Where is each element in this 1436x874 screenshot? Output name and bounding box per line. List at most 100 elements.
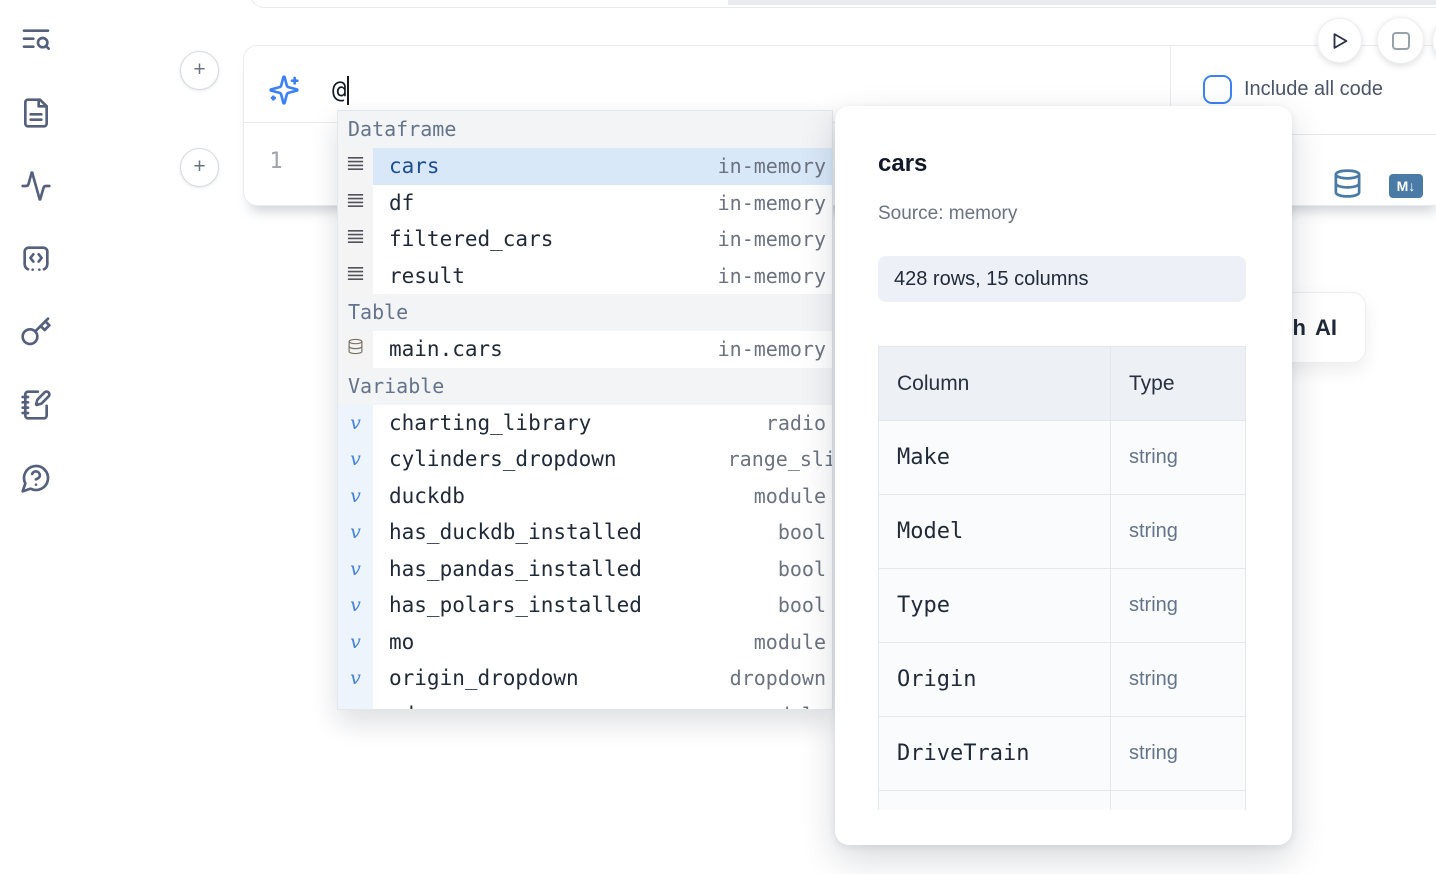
notebook-pen-icon[interactable] (18, 387, 54, 423)
text-caret (347, 75, 350, 105)
completion-item-gutter (338, 221, 373, 258)
sidebar (18, 22, 58, 533)
completion-section-header: Table (338, 294, 832, 331)
snippets-icon[interactable] (18, 241, 54, 277)
file-text-icon[interactable] (18, 95, 54, 131)
completion-item-gutter (338, 148, 373, 185)
variable-icon: v (350, 704, 361, 709)
completion-item[interactable]: v has_pandas_installed bool (338, 550, 832, 587)
table-database-icon (347, 338, 364, 360)
completion-item-meta: in-memory (717, 227, 826, 252)
ai-button-clipped-text: h (1292, 314, 1306, 340)
completion-item-meta: radio (765, 410, 826, 435)
add-cell-button-top[interactable]: + (180, 51, 219, 90)
schema-column-name: Type (878, 568, 1111, 643)
stop-button[interactable] (1377, 17, 1424, 64)
dataframe-icon (346, 191, 365, 215)
prompt-text: @ (332, 76, 347, 104)
activity-icon[interactable] (18, 168, 54, 204)
completion-item[interactable]: filtered_cars in-memory (338, 221, 832, 258)
completion-item-meta: in-memory (717, 263, 826, 288)
prompt-options-divider (1170, 46, 1171, 134)
completion-item-gutter (338, 184, 373, 221)
completion-item-gutter: v (338, 550, 373, 587)
completion-item-name: filtered_cars (389, 227, 554, 252)
schema-row (878, 790, 1246, 810)
completion-item[interactable]: v charting_library radio (338, 404, 832, 441)
run-cell-button[interactable] (1317, 18, 1362, 63)
schema-column-name: DriveTrain (878, 716, 1111, 791)
help-chat-icon[interactable] (18, 460, 54, 496)
schema-column-name: Origin (878, 642, 1111, 717)
completion-item-gutter: v (338, 660, 373, 697)
variable-icon: v (350, 448, 361, 471)
play-icon (1333, 32, 1347, 49)
cell-toolbar: M↓ (1332, 168, 1423, 204)
sparkles-icon (268, 74, 300, 106)
dataframe-icon (346, 264, 365, 288)
completion-item-meta: module (754, 703, 826, 709)
database-icon[interactable] (1332, 168, 1363, 204)
markdown-export-icon[interactable]: M↓ (1389, 174, 1423, 198)
variable-icon: v (350, 484, 361, 507)
dataframe-icon (346, 227, 365, 251)
completion-item-meta: bool (777, 556, 826, 581)
schema-header-column: Column (878, 346, 1111, 421)
previous-cell-shadow (728, 0, 1436, 5)
completion-item-meta: dropdown (729, 666, 826, 691)
schema-column-type: string (1110, 642, 1246, 717)
variable-icon: v (350, 594, 361, 617)
completion-section-header: Variable (338, 367, 832, 405)
completion-item-gutter: v (338, 514, 373, 551)
dataframe-preview-popup: cars Source: memory 428 rows, 15 columns… (835, 106, 1292, 845)
completion-item-name: has_pandas_installed (389, 556, 642, 581)
key-icon[interactable] (18, 314, 54, 350)
completion-item-meta: module (753, 483, 826, 508)
schema-column-type (1110, 790, 1246, 810)
add-cell-button-bottom[interactable]: + (180, 148, 219, 187)
shape-badge: 428 rows, 15 columns (878, 256, 1246, 302)
completion-item-gutter: v (338, 477, 373, 514)
ai-prompt-input[interactable]: @ (332, 70, 1132, 110)
completion-item-gutter: v (338, 441, 373, 478)
preview-title: cars (878, 150, 928, 177)
completion-item[interactable]: v pd module (338, 696, 832, 709)
completion-item-name: has_duckdb_installed (389, 520, 642, 545)
completion-item-name: charting_library (389, 410, 592, 435)
include-all-code-checkbox[interactable] (1203, 75, 1232, 104)
completion-item[interactable]: result in-memory (338, 257, 832, 294)
dataframe-icon (346, 154, 365, 178)
completion-item-name: pd (389, 703, 414, 709)
completion-item-name: result (389, 263, 465, 288)
variable-icon: v (350, 411, 361, 434)
options-bottom-border (1170, 134, 1436, 135)
text-search-icon[interactable] (18, 22, 54, 58)
ai-button-label: AI (1315, 314, 1337, 340)
schema-column-type: string (1110, 716, 1246, 791)
completion-item-name: main.cars (389, 337, 503, 362)
completion-item-meta: in-memory (717, 190, 826, 215)
completion-item-meta: bool (777, 593, 826, 618)
schema-column-name (878, 790, 1111, 810)
completion-item-meta: module (753, 629, 826, 654)
variable-icon: v (350, 521, 361, 544)
completion-item-gutter (338, 331, 373, 368)
schema-column-type: string (1110, 494, 1246, 569)
